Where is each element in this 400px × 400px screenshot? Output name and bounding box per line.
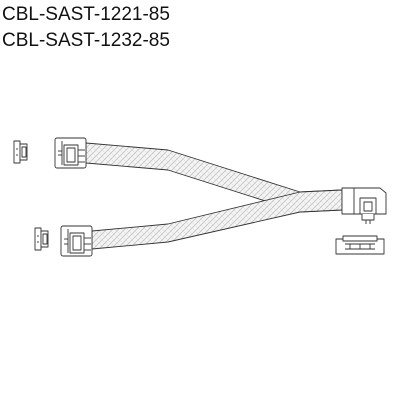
lower-end-cap [34,227,49,251]
upper-sata-plug [54,137,87,169]
connector-latch [335,235,385,255]
lower-cable-branch [91,189,343,250]
model-number-2: CBL-SAST-1232-85 [2,30,170,51]
model-number-1: CBL-SAST-1221-85 [2,4,170,25]
lower-sata-plug [60,225,93,257]
model-number-list: CBL-SAST-1221-85 CBL-SAST-1232-85 [2,2,170,54]
host-connector [341,187,387,224]
upper-end-cap [13,140,28,164]
